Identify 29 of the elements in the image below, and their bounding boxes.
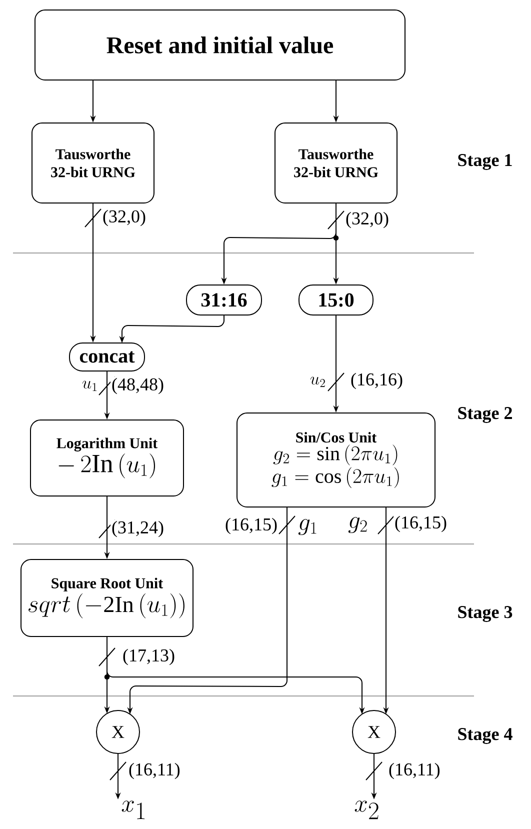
signal-label: $g_{1}$	[298, 518, 316, 536]
process-box: Reset and initial value	[34, 10, 406, 80]
edge-label: (16,16)	[350, 372, 404, 390]
edge-label: (16,11)	[388, 762, 442, 780]
process-box: Sin/Cos Unit $g_{2}=\sin\left(2\pi u_{1}\right)$ $g_{1}=\cos\left(2\pi u_{1}\right)$	[236, 412, 436, 508]
edge-label: (16,11)	[128, 762, 182, 780]
process-box: concat	[69, 342, 145, 372]
edge-label: (32,0)	[102, 208, 147, 228]
edge-label: (16,15)	[394, 514, 448, 534]
stage-label: Stage 4	[458, 728, 512, 744]
stage-label: Stage 1	[458, 154, 512, 170]
process-box: Square Root Unit $sqrt\left(\mathrm{-2In}\left(u_{1}\right)\right)$	[20, 559, 194, 637]
edge-label: (31,24)	[110, 520, 165, 538]
edge-label: (17,13)	[122, 648, 176, 666]
process-box: Logarithm Unit $-\,2\mathrm{In}\left(u_{1}\right)$	[30, 420, 184, 496]
edge-label: (16,15)	[224, 516, 278, 536]
edge-label: (48,48)	[110, 376, 165, 396]
stage-label: Stage 2	[458, 407, 512, 423]
output-label: $x_{2}$	[354, 800, 378, 820]
process-box: Tausworthe 32-bit URNG	[274, 122, 398, 204]
output-label: $x_{1}$	[122, 800, 145, 820]
signal-label: $g_{2}$	[348, 516, 367, 534]
process-box: 31:16	[186, 284, 262, 316]
edge-label: (32,0)	[344, 210, 390, 230]
signal-label: $u_{1}$	[82, 380, 97, 392]
process-box: 15:0	[298, 284, 374, 316]
stage-label: Stage 3	[458, 606, 512, 622]
signal-label: $u_{2}$	[310, 376, 325, 388]
process-box: Tausworthe 32-bit URNG	[32, 122, 154, 204]
